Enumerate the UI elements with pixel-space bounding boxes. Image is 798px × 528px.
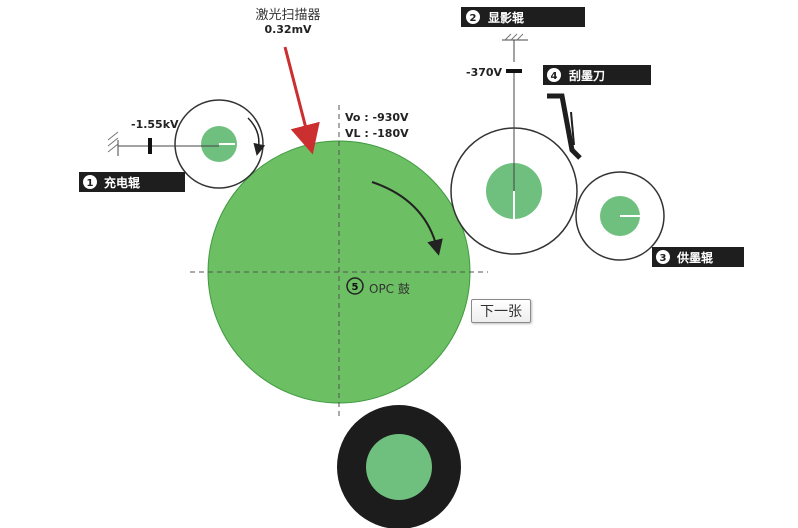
charge-roller-label: 1 充电辊 — [79, 172, 185, 192]
charge-bias — [107, 131, 219, 156]
rotation-arrow — [371, 181, 443, 256]
charge-label: 充电辊 — [104, 175, 140, 190]
opc-name: OPC 鼓 — [369, 282, 410, 296]
blade-number: 4 — [551, 71, 558, 82]
opc-vo: Vo : -930V — [345, 111, 409, 124]
developer-number: 2 — [470, 13, 477, 24]
transfer-roller — [337, 405, 461, 528]
supply-number: 3 — [660, 253, 667, 264]
charge-voltage: -1.55kV — [131, 118, 179, 131]
opc-number: 5 — [352, 282, 359, 293]
laser-arrow — [283, 46, 320, 155]
next-button[interactable]: 下一张 — [471, 299, 531, 323]
doctor-blade — [547, 93, 582, 160]
supply-label: 供墨辊 — [676, 250, 713, 265]
developer-roller — [450, 33, 578, 255]
developer-roller-label: 2 显影辊 — [461, 7, 585, 27]
developer-voltage: -370V — [466, 66, 503, 79]
charge-rotation-arrow — [247, 117, 266, 156]
supply-roller-label: 3 供墨辊 — [652, 247, 744, 267]
opc-vl: VL : -180V — [345, 127, 409, 140]
charge-roller — [174, 99, 266, 189]
charge-number: 1 — [87, 178, 94, 189]
opc-drum — [190, 105, 488, 420]
supply-roller — [575, 171, 665, 261]
laser-value: 0.32mV — [264, 23, 312, 36]
blade-label: 4 刮墨刀 — [543, 65, 651, 85]
blade-label-text: 刮墨刀 — [569, 68, 605, 83]
developer-label: 显影辊 — [488, 10, 524, 25]
opc-label: 5 OPC 鼓 — [346, 277, 410, 296]
laser-title: 激光扫描器 — [255, 8, 320, 23]
